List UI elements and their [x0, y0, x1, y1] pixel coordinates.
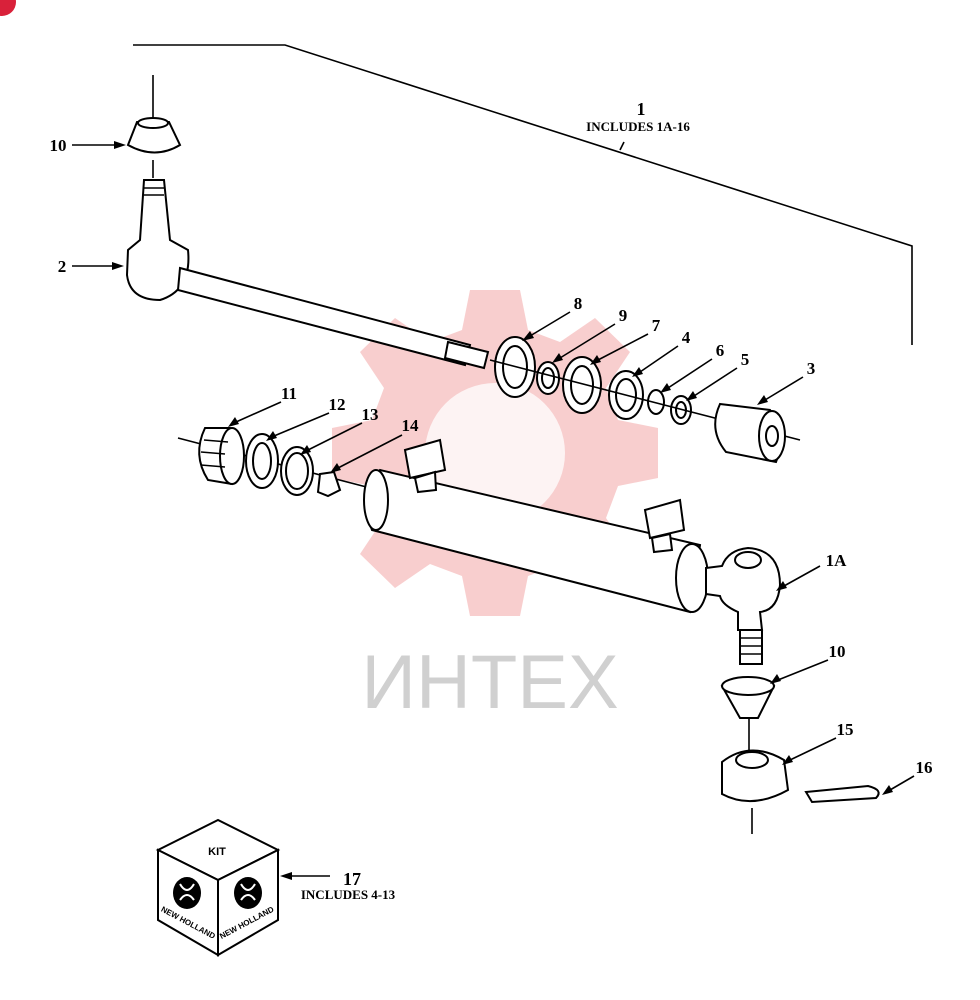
- callout-3: 3: [807, 359, 816, 378]
- assembly-note: INCLUDES 1A-16: [586, 119, 690, 134]
- kit-box: KIT NEW HOLLAND NEW HOLLAND: [155, 818, 281, 957]
- callout-15: 15: [837, 720, 854, 739]
- port-right: [643, 498, 686, 540]
- cotter-pin-16: [804, 784, 880, 804]
- assembly-number: 1: [637, 99, 646, 119]
- callout-16: 16: [916, 758, 933, 777]
- tie-rod-shaft: [176, 266, 472, 367]
- port-left: [403, 438, 447, 480]
- callout-1a: 1A: [826, 551, 848, 570]
- callout-14: 14: [402, 416, 420, 435]
- new-holland-logo-icon: [173, 877, 262, 909]
- callout-7: 7: [652, 316, 661, 335]
- callout-9: 9: [619, 306, 628, 325]
- dust-cap-top: [126, 121, 182, 154]
- callout-13: 13: [362, 405, 379, 424]
- callout-5: 5: [741, 350, 750, 369]
- assembly-bracket: [133, 44, 913, 345]
- callout-2: 2: [58, 257, 67, 276]
- callout-10-top: 10: [50, 136, 67, 155]
- kit-number: 17: [343, 869, 361, 889]
- callout-12: 12: [329, 395, 346, 414]
- corner-badge: [0, 0, 16, 16]
- tie-rod-end-left: [125, 179, 190, 302]
- seal-6: [647, 389, 665, 415]
- tie-rod-end-1a: [705, 546, 782, 631]
- kit-note: INCLUDES 4-13: [301, 887, 396, 902]
- callout-4: 4: [682, 328, 691, 347]
- kit-box-label: KIT: [208, 846, 226, 858]
- callout-10-bottom: 10: [829, 642, 846, 661]
- callout-11: 11: [281, 384, 297, 403]
- callout-6: 6: [716, 341, 725, 360]
- callout-8: 8: [574, 294, 583, 313]
- watermark-text: ИНТЕХ: [361, 640, 618, 725]
